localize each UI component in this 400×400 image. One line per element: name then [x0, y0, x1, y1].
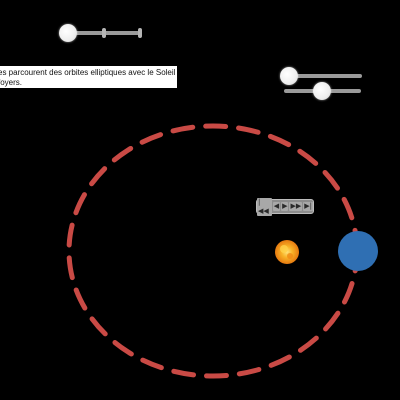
- sun-icon: [275, 240, 299, 264]
- step-back-button[interactable]: ◀: [272, 202, 281, 211]
- caption-line-1: es parcourent des orbites elliptiques av…: [0, 68, 176, 77]
- slider-right-2-knob[interactable]: [313, 82, 331, 100]
- fast-forward-button[interactable]: ▶▶: [289, 202, 303, 211]
- elliptical-orbit-path: [66, 123, 360, 379]
- skip-end-button[interactable]: ▶|: [303, 202, 313, 211]
- slider-top-knob[interactable]: [59, 24, 77, 42]
- planet-icon[interactable]: [338, 231, 378, 271]
- slider-top-tick-mid: [102, 28, 106, 38]
- skip-start-button[interactable]: |◀◀: [257, 197, 272, 216]
- slider-right-1-track[interactable]: [282, 74, 362, 78]
- caption-line-2: foyers.: [0, 78, 23, 87]
- slider-top-tick-end: [138, 28, 142, 38]
- playback-controls: |◀◀ ◀ ▶ ▶▶ ▶|: [256, 197, 314, 216]
- kepler-law-caption: es parcourent des orbites elliptiques av…: [0, 66, 177, 88]
- slider-right-1-knob[interactable]: [280, 67, 298, 85]
- play-button[interactable]: ▶: [281, 202, 289, 211]
